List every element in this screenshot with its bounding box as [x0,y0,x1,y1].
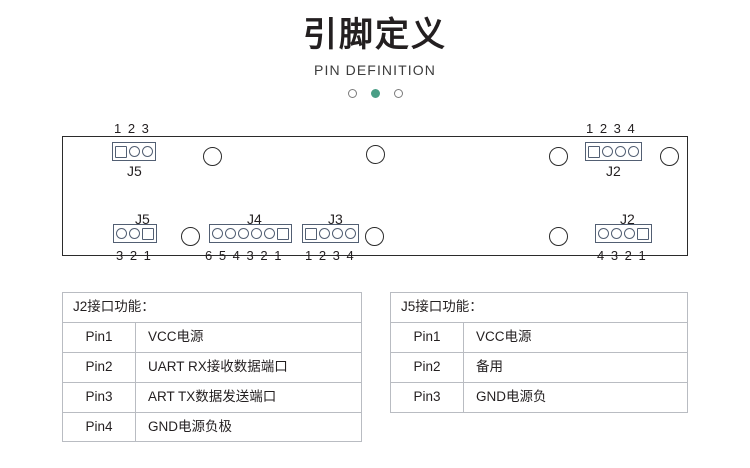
connector-j4-bottom[interactable] [209,224,292,243]
pin-function: GND电源负 [463,381,688,413]
pin-pad-3 [615,146,626,157]
mounting-hole-top-3 [549,147,568,166]
pin-pad-1 [115,145,127,158]
pin-pad-1 [277,227,289,240]
connector-j3-bottom-name: J3 [328,211,343,227]
pin-label: Pin1 [390,321,464,353]
mounting-hole-top-2 [366,145,385,164]
pcb-board-outline [62,136,688,256]
connector-j2-bottom-name: J2 [620,211,635,227]
pin-pad-2 [264,228,275,239]
table-row: Pin2 UART RX接收数据端口 [62,351,362,383]
pin-pad-5 [225,228,236,239]
table-row: Pin4 GND电源负极 [62,411,362,443]
table-row: Pin1 VCC电源 [390,321,688,353]
pin-pad-4 [628,146,639,157]
connector-j4-bottom-pin-numbers: 6 5 4 3 2 1 [205,248,283,263]
connector-j5-bottom-name: J5 [135,211,150,227]
pin-pad-2 [129,146,140,157]
pin-function: GND电源负极 [135,411,362,443]
connector-j4-bottom-name: J4 [247,211,262,227]
mounting-hole-bottom-3 [549,227,568,246]
pin-pad-3 [251,228,262,239]
pin-pad-3 [332,228,343,239]
mounting-hole-bottom-2 [365,227,384,246]
pin-pad-3 [142,146,153,157]
mounting-hole-bottom-1 [181,227,200,246]
table-header-row: J2接口功能： [62,292,362,323]
carousel-dot-3[interactable] [393,89,403,99]
table-row: Pin3 GND电源负 [390,381,688,413]
carousel-dots [0,89,750,99]
pin-pad-2 [624,228,635,239]
connector-j5-top-pin-numbers: 1 2 3 [114,121,151,136]
connector-j5-top-name: J5 [127,163,142,179]
pin-pad-4 [598,228,609,239]
table-header-row: J5接口功能： [390,292,688,323]
pin-label: Pin2 [62,351,136,383]
pin-pad-1 [305,227,317,240]
table-j5-heading: J5接口功能： [390,292,688,323]
pin-function: VCC电源 [463,321,688,353]
connector-j2-top-name: J2 [606,163,621,179]
pin-pad-1 [588,145,600,158]
table-j2-heading: J2接口功能： [62,292,362,323]
table-row: Pin3 ART TX数据发送端口 [62,381,362,413]
page-subtitle: PIN DEFINITION [314,62,436,79]
table-row: Pin1 VCC电源 [62,321,362,353]
page-title: 引脚定义 [303,16,447,54]
pin-pad-4 [345,228,356,239]
connector-j2-top[interactable] [585,142,642,161]
pin-label: Pin1 [62,321,136,353]
pin-pad-3 [611,228,622,239]
table-j5-interface-function: J5接口功能： Pin1 VCC电源 Pin2 备用 Pin3 GND电源负 [390,292,688,413]
pin-function: ART TX数据发送端口 [135,381,362,413]
pin-pad-3 [116,228,127,239]
connector-j2-bottom-pin-numbers: 4 3 2 1 [597,248,648,263]
connector-j3-bottom-pin-numbers: 1 2 3 4 [305,248,356,263]
pin-pad-2 [129,228,140,239]
carousel-dot-1[interactable] [347,89,357,99]
pin-pad-4 [238,228,249,239]
pin-label: Pin4 [62,411,136,443]
pin-function: UART RX接收数据端口 [135,351,362,383]
page-header: 引脚定义 PIN DEFINITION [0,0,750,99]
connector-j5-bottom[interactable] [113,224,157,243]
pin-pad-2 [602,146,613,157]
connector-j2-bottom[interactable] [595,224,652,243]
pin-pad-1 [142,227,154,240]
connector-j2-top-pin-numbers: 1 2 3 4 [586,121,637,136]
pin-label: Pin2 [390,351,464,383]
pin-label: Pin3 [62,381,136,413]
mounting-hole-top-4 [660,147,679,166]
pin-pad-1 [637,227,649,240]
connector-j3-bottom[interactable] [302,224,359,243]
pin-pad-6 [212,228,223,239]
pin-label: Pin3 [390,381,464,413]
mounting-hole-top-1 [203,147,222,166]
carousel-dot-2[interactable] [370,89,380,99]
table-row: Pin2 备用 [390,351,688,383]
table-j2-interface-function: J2接口功能： Pin1 VCC电源 Pin2 UART RX接收数据端口 Pi… [62,292,362,443]
pin-pad-2 [319,228,330,239]
pin-function: VCC电源 [135,321,362,353]
connector-j5-bottom-pin-numbers: 3 2 1 [116,248,153,263]
connector-j5-top[interactable] [112,142,156,161]
pin-function: 备用 [463,351,688,383]
